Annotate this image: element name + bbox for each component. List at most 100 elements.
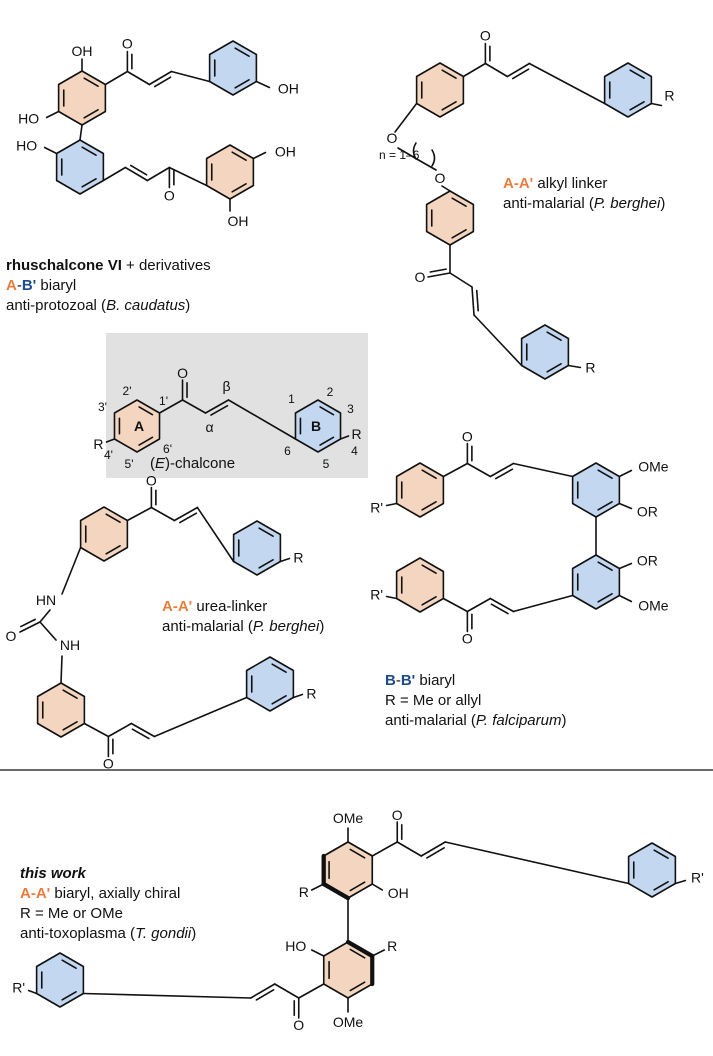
this-work-activity-pre: anti-toxoplasma ( bbox=[20, 925, 135, 942]
rhuschalcone-type: biaryl bbox=[36, 277, 76, 294]
urea-r-top: R bbox=[293, 550, 303, 566]
urea-ring-b-prime bbox=[245, 656, 295, 712]
bb-ring-b-double-bond bbox=[597, 500, 613, 511]
work-o-top: O bbox=[392, 807, 403, 823]
rhuschalcone-name-line: rhuschalcone VI + derivatives bbox=[6, 257, 211, 274]
alkyl-top-enone-chain bbox=[484, 62, 509, 78]
chalcone-ring-a-label: A bbox=[134, 418, 144, 434]
bb-top-enone-chain bbox=[466, 462, 492, 478]
urea-ring-b-double-bond bbox=[258, 527, 274, 538]
bb-activity-pre: anti-malarial ( bbox=[385, 712, 476, 729]
bb-top-enone-chain bbox=[442, 462, 469, 478]
urea-nh: NH bbox=[60, 637, 80, 653]
rhus-o-bottom: O bbox=[164, 188, 175, 204]
alkyl-activity-pre: anti-malarial ( bbox=[503, 195, 594, 212]
urea-lower-chain bbox=[107, 722, 133, 738]
work-lower-alkene-inner bbox=[255, 989, 275, 1001]
work-ring-a-lower-double-bond bbox=[349, 948, 366, 959]
rhus-oh3-bond bbox=[252, 151, 267, 160]
rhus-o-top: O bbox=[122, 36, 133, 52]
work-o-bottom: O bbox=[293, 1017, 304, 1033]
urea-lower-chain bbox=[153, 696, 248, 738]
bb-lower-chain bbox=[466, 597, 492, 613]
chalcone-r-left: R bbox=[93, 436, 103, 452]
bb-ome-top: OMe bbox=[638, 459, 669, 475]
work-top-enone-alkene-inner bbox=[426, 847, 445, 859]
chalcone-label-e: E bbox=[155, 455, 166, 472]
alkyl-ring-a-double-bond bbox=[441, 69, 457, 80]
urea-lower-alkene bbox=[130, 722, 156, 738]
work-r-bottom: R bbox=[387, 938, 397, 954]
rhuschalcone-label-a: A bbox=[6, 277, 17, 294]
work-ring-a-upper-bold-edge bbox=[321, 881, 351, 901]
work-rp-top-bond bbox=[674, 879, 687, 885]
rhuschalcone-dash: - bbox=[17, 277, 22, 294]
bb-ring-b-prime-double-bond bbox=[597, 561, 613, 572]
chalcone-o: O bbox=[177, 365, 188, 381]
urea-o-top: O bbox=[146, 473, 157, 489]
alkyl-label: A-A' bbox=[503, 175, 533, 192]
rhuschalcone-activity-post: ) bbox=[185, 297, 190, 314]
bb-ome-bottom: OMe bbox=[638, 598, 669, 614]
rhus-ring-a-prime bbox=[205, 144, 255, 200]
work-ome-top: OMe bbox=[333, 810, 364, 826]
rhuschalcone-activity-pre: anti-protozoal ( bbox=[6, 297, 106, 314]
rhus-oh-mid-right: OH bbox=[275, 144, 296, 160]
work-ring-b-lower bbox=[35, 952, 85, 1008]
alkyl-ring-a-double-bond bbox=[441, 100, 457, 111]
rhus-top-enone-alkene bbox=[148, 70, 173, 86]
urea-activity-pre: anti-malarial ( bbox=[162, 618, 253, 635]
this-work-organism: T. gondii bbox=[135, 925, 192, 942]
urea-top-enone-chain bbox=[150, 506, 176, 522]
alkyl-o-bond bbox=[394, 102, 418, 133]
rhus-ring-b-prime bbox=[55, 139, 105, 195]
urea-top-enone-alkene bbox=[173, 506, 199, 522]
alkyl-ring-b-double-bond bbox=[629, 69, 645, 80]
chalcone-label-pre: ( bbox=[150, 455, 155, 472]
this-work-activity-post: ) bbox=[191, 925, 196, 942]
rhus-ring-a-double-bond bbox=[83, 77, 99, 88]
urea-activity: anti-malarial (P. berghei) bbox=[162, 618, 324, 635]
chalcone-pos-3p: 3' bbox=[98, 400, 107, 414]
rhus-top-enone-chain bbox=[104, 70, 129, 86]
chalcone-enone-alkene bbox=[204, 399, 230, 414]
work-r-top: R bbox=[299, 884, 309, 900]
bb-lower-chain bbox=[442, 597, 469, 613]
rhus-bottom-chain bbox=[102, 166, 127, 182]
rhus-top-enone-alkene-inner bbox=[153, 76, 172, 88]
rhuschalcone-type-line: A-B' biaryl bbox=[6, 277, 76, 294]
alkyl-lower-alkene bbox=[471, 286, 475, 316]
bb-lower-alkene-inner bbox=[490, 603, 509, 615]
bb-ring-a-double-bond bbox=[421, 500, 437, 511]
rhus-oh-bottom: OH bbox=[228, 213, 249, 229]
rhus-ring-b-top-double-bond bbox=[234, 78, 250, 89]
alkyl-ring-a-prime-double-bond bbox=[451, 197, 467, 208]
work-top-enone-chain bbox=[396, 841, 423, 857]
urea-ring-b-prime-double-bond bbox=[271, 663, 287, 674]
this-work-activity: anti-toxoplasma (T. gondii) bbox=[20, 925, 196, 942]
work-ho-bond bbox=[310, 949, 325, 957]
chalcone-pos-1: 1 bbox=[288, 392, 295, 406]
alkyl-carbonyl-bottom-inner bbox=[429, 268, 447, 273]
bb-ring-b bbox=[571, 462, 621, 518]
this-work-type: biaryl, axially chiral bbox=[50, 885, 180, 902]
bb-top-enone-chain bbox=[512, 462, 574, 478]
alkyl-ring-b-prime bbox=[520, 324, 570, 380]
alkyl-top-enone-chain bbox=[462, 62, 487, 78]
bb-rp-top-bond bbox=[385, 502, 398, 507]
bb-ring-a-prime-double-bond bbox=[421, 564, 437, 575]
rhus-ring-a-prime-double-bond bbox=[231, 182, 247, 193]
alkyl-type-line: A-A' alkyl linker bbox=[503, 175, 607, 192]
urea-carbonyl bbox=[19, 621, 41, 633]
chalcone-enone-chain bbox=[181, 399, 207, 414]
alkyl-top-enone-chain bbox=[528, 62, 606, 105]
rhus-ring-a bbox=[57, 70, 107, 126]
alkyl-top-enone-alkene bbox=[506, 62, 531, 78]
work-ring-a-upper-double-bond bbox=[349, 848, 366, 859]
alkyl-o-bottom: O bbox=[415, 269, 426, 285]
chalcone-pos-2p: 2' bbox=[123, 384, 132, 398]
urea-lower-chain bbox=[83, 722, 110, 738]
alkyl-linker bbox=[414, 157, 437, 171]
